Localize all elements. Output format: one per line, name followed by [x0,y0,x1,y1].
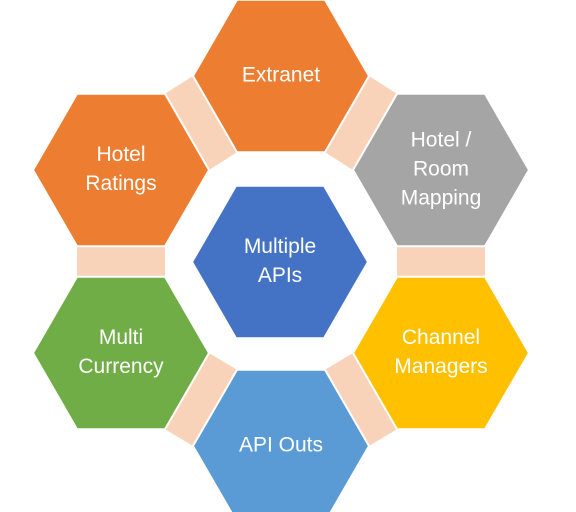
hexagon-label-hotel-room-mapping-line-1: Hotel / [411,129,472,152]
hexagon-label-api-outs-line-1: API Outs [239,434,323,457]
hexagon-label-center-line-2: APIs [258,264,302,287]
hexagon-shape-hotel-room-mapping [351,92,531,248]
connector-extranet-hotel-room-mapping [325,76,397,170]
connector-hotel-ratings-extranet [165,76,237,170]
hexagon-label-multi-currency-line-1: Multi [99,326,143,349]
hexagon-label-hotel-room-mapping-line-3: Mapping [401,187,482,210]
hexagon-label-hotel-ratings-line-2: Ratings [85,172,156,195]
hexagon-shape-api-outs [191,368,371,512]
hexagon-shape-channel-managers [351,275,531,431]
hexagon-label-hotel-ratings-line-1: Hotel [96,143,145,166]
hexagon-shape-extranet [191,0,371,154]
hexagon-label-center-line-1: Multiple [244,235,316,258]
connector-hotel-room-mapping-channel-managers [397,246,485,277]
hexagon-label-extranet-line-1: Extranet [242,64,320,87]
connectors-layer [77,76,485,446]
hexagon-shape-hotel-ratings [31,92,211,248]
connector-channel-managers-api-outs [325,353,397,446]
hexagon-label-hotel-room-mapping-line-2: Room [413,158,469,181]
hexagon-api-outs: API Outs [191,368,371,512]
hexagon-label-channel-managers-line-1: Channel [402,326,480,349]
hexagon-label-channel-managers-line-2: Managers [394,355,487,378]
hexagon-label-multi-currency-line-2: Currency [78,355,164,378]
hexagon-shape-multi-currency [31,275,211,431]
connector-api-outs-multi-currency [165,353,237,446]
connector-multi-currency-hotel-ratings [77,246,165,277]
hexagon-shape-center [190,184,370,340]
hexagon-extranet: Extranet [191,0,371,154]
